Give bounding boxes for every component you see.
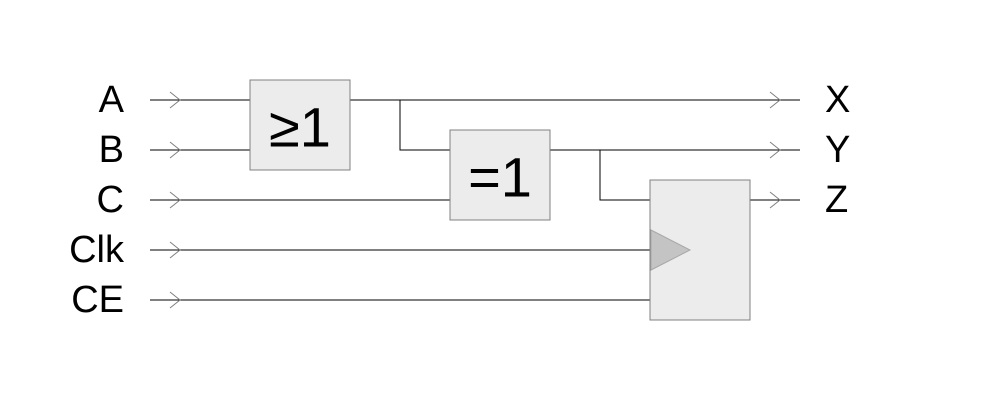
xor-gate-body — [449, 129, 551, 221]
output-label-x: X — [825, 79, 850, 121]
arrow-icon — [769, 191, 781, 209]
wire-xor-out-to-ff — [599, 150, 650, 201]
input-label-a: A — [99, 79, 125, 121]
input-label-c: C — [97, 179, 124, 221]
arrow-icon — [169, 241, 181, 259]
wire-or-out-to-xor — [399, 100, 450, 151]
or-gate: ≥1 — [249, 79, 351, 171]
arrow-icon — [769, 91, 781, 109]
input-labels: A B C Clk CE — [69, 79, 125, 321]
or-gate-body — [249, 79, 351, 171]
or-gate-symbol: ≥1 — [269, 96, 331, 159]
output-arrows — [769, 91, 781, 209]
input-label-ce: CE — [71, 279, 124, 321]
arrow-icon — [169, 191, 181, 209]
output-label-z: Z — [825, 179, 848, 221]
arrow-icon — [169, 91, 181, 109]
input-label-b: B — [99, 129, 124, 171]
input-arrows — [169, 91, 181, 309]
flip-flop — [649, 179, 751, 321]
arrow-icon — [769, 141, 781, 159]
clock-triangle-icon — [650, 229, 692, 271]
output-label-y: Y — [825, 129, 850, 171]
xor-gate-symbol: =1 — [468, 146, 532, 209]
input-label-clk: Clk — [69, 229, 125, 271]
arrow-icon — [169, 291, 181, 309]
output-labels: X Y Z — [825, 79, 850, 221]
wires — [150, 99, 800, 301]
arrow-icon — [169, 141, 181, 159]
xor-gate: =1 — [449, 129, 551, 221]
